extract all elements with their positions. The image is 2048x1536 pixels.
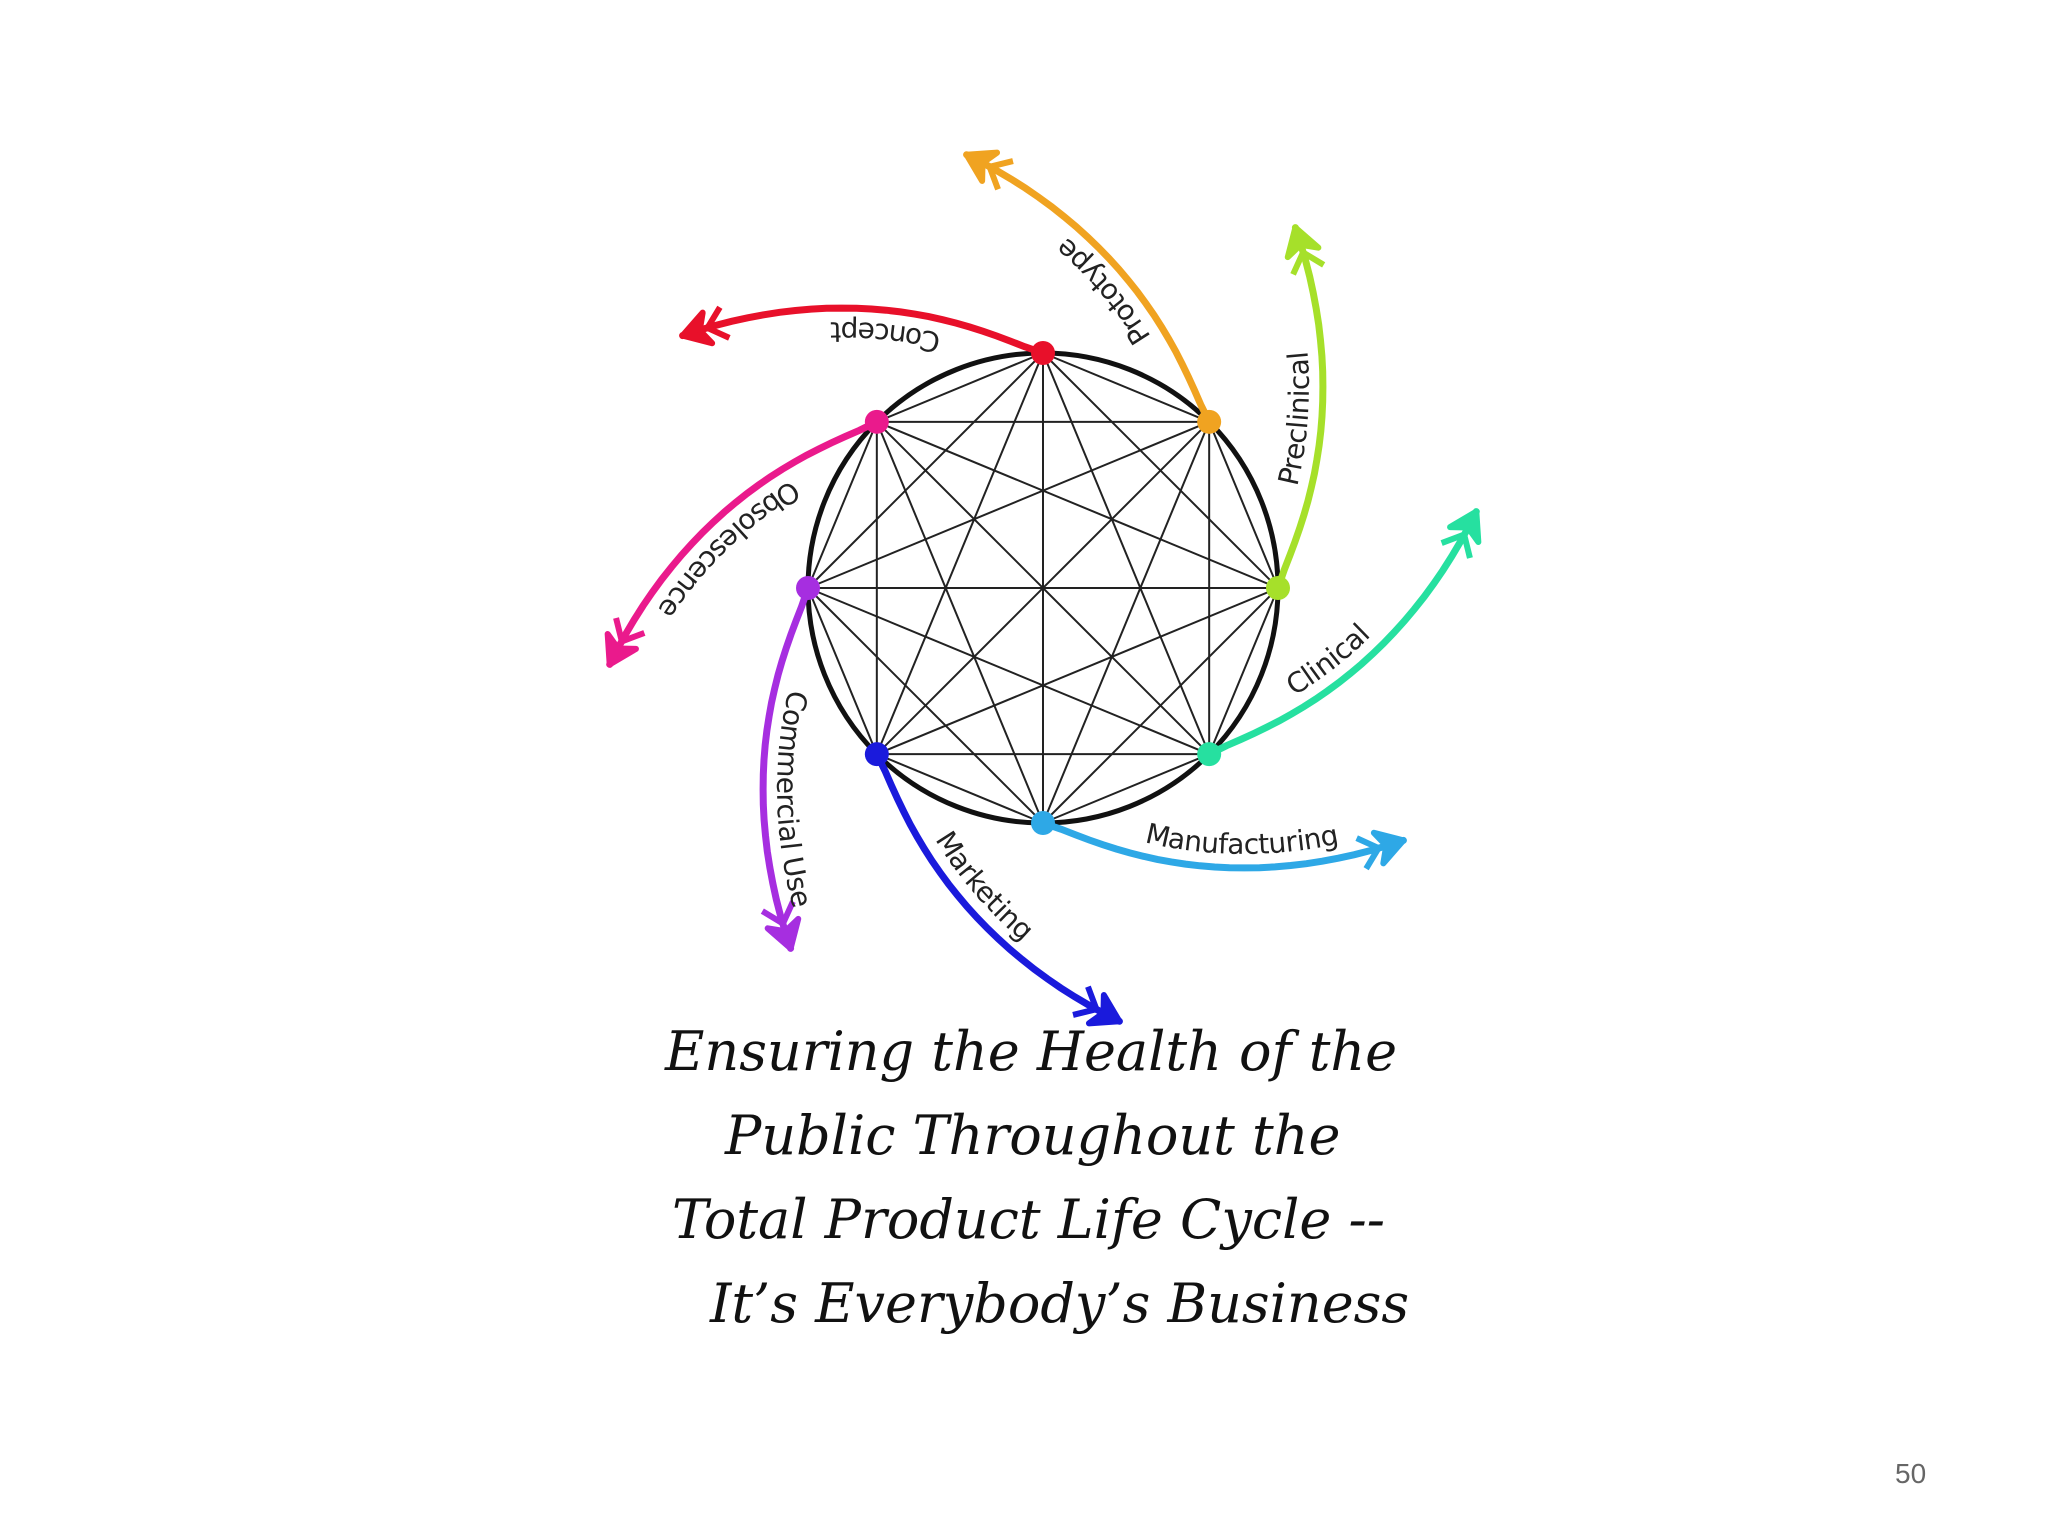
arm-marketing: [873, 750, 1123, 1025]
stage-label: Manufacturing: [1143, 817, 1341, 861]
arm-manufacturing: [1039, 819, 1407, 872]
chord-0-3: [1042, 352, 1211, 755]
page-number: 50: [1895, 1458, 1927, 1489]
node-obsolescence: [864, 409, 889, 434]
stage-label-text: Preclinical: [1272, 350, 1316, 488]
node-marketing: [864, 742, 889, 767]
arrowhead-manufacturing: [1355, 829, 1407, 871]
arrowhead-prototype: [963, 149, 1014, 191]
chord-6-7: [807, 421, 878, 589]
chord-3-6: [807, 587, 1210, 756]
chord-3-7: [876, 421, 1210, 755]
caption-line-2: Public Throughout the: [725, 1104, 1341, 1167]
arrowhead-concept: [679, 305, 731, 347]
chord-4-6: [807, 587, 1044, 824]
stage-label: Concept: [830, 315, 943, 359]
connection-chords: [807, 352, 1279, 824]
stage-label-text: Commercial Use: [770, 688, 818, 911]
arrowhead-commercial-use: [760, 900, 802, 952]
caption-line-1: Ensuring the Health of the: [665, 1020, 1398, 1083]
stage-label-text: Obsolescence: [651, 474, 805, 625]
chord-2-3: [1208, 587, 1279, 755]
chord-5-6: [807, 587, 878, 755]
arm-preclinical: [1274, 224, 1327, 592]
stage-label: Preclinical: [1272, 350, 1316, 488]
arm-commercial-use: [759, 584, 812, 952]
chord-4-7: [875, 421, 1044, 824]
arm-prototype: [963, 151, 1213, 426]
node-manufacturing: [1031, 811, 1055, 835]
node-concept: [1031, 341, 1055, 365]
node-preclinical: [1266, 576, 1290, 600]
stage-label: Commercial Use: [770, 688, 818, 911]
node-commercial-use: [796, 576, 820, 600]
chord-0-5: [875, 352, 1044, 755]
chord-0-1: [1042, 352, 1210, 423]
arrowhead-obsolescence: [604, 617, 646, 668]
arm-obsolescence: [606, 418, 881, 668]
stage-nodes: [796, 341, 1290, 835]
arrowhead-preclinical: [1284, 224, 1326, 276]
node-prototype: [1197, 409, 1222, 434]
caption-line-4: It’s Everybody’s Business: [710, 1272, 1410, 1335]
chord-1-4: [1042, 421, 1211, 824]
stage-label: Obsolescence: [651, 474, 805, 625]
arrowhead-clinical: [1440, 508, 1482, 559]
arrowhead-marketing: [1072, 985, 1123, 1027]
chord-1-2: [1208, 421, 1279, 589]
chord-1-6: [807, 420, 1210, 589]
arm-clinical: [1205, 508, 1480, 758]
node-clinical: [1197, 742, 1222, 767]
chord-4-5: [876, 753, 1044, 824]
stage-label-text: Concept: [830, 315, 943, 359]
caption: Ensuring the Health of the Public Throug…: [560, 1010, 1520, 1346]
chord-3-4: [1042, 753, 1210, 824]
chord-2-5: [876, 587, 1279, 756]
arm-concept: [679, 304, 1047, 357]
caption-line-3: Total Product Life Cycle --: [672, 1188, 1385, 1251]
chord-2-7: [876, 420, 1279, 589]
chord-0-7: [876, 352, 1044, 423]
stage-label-text: Manufacturing: [1143, 817, 1341, 861]
